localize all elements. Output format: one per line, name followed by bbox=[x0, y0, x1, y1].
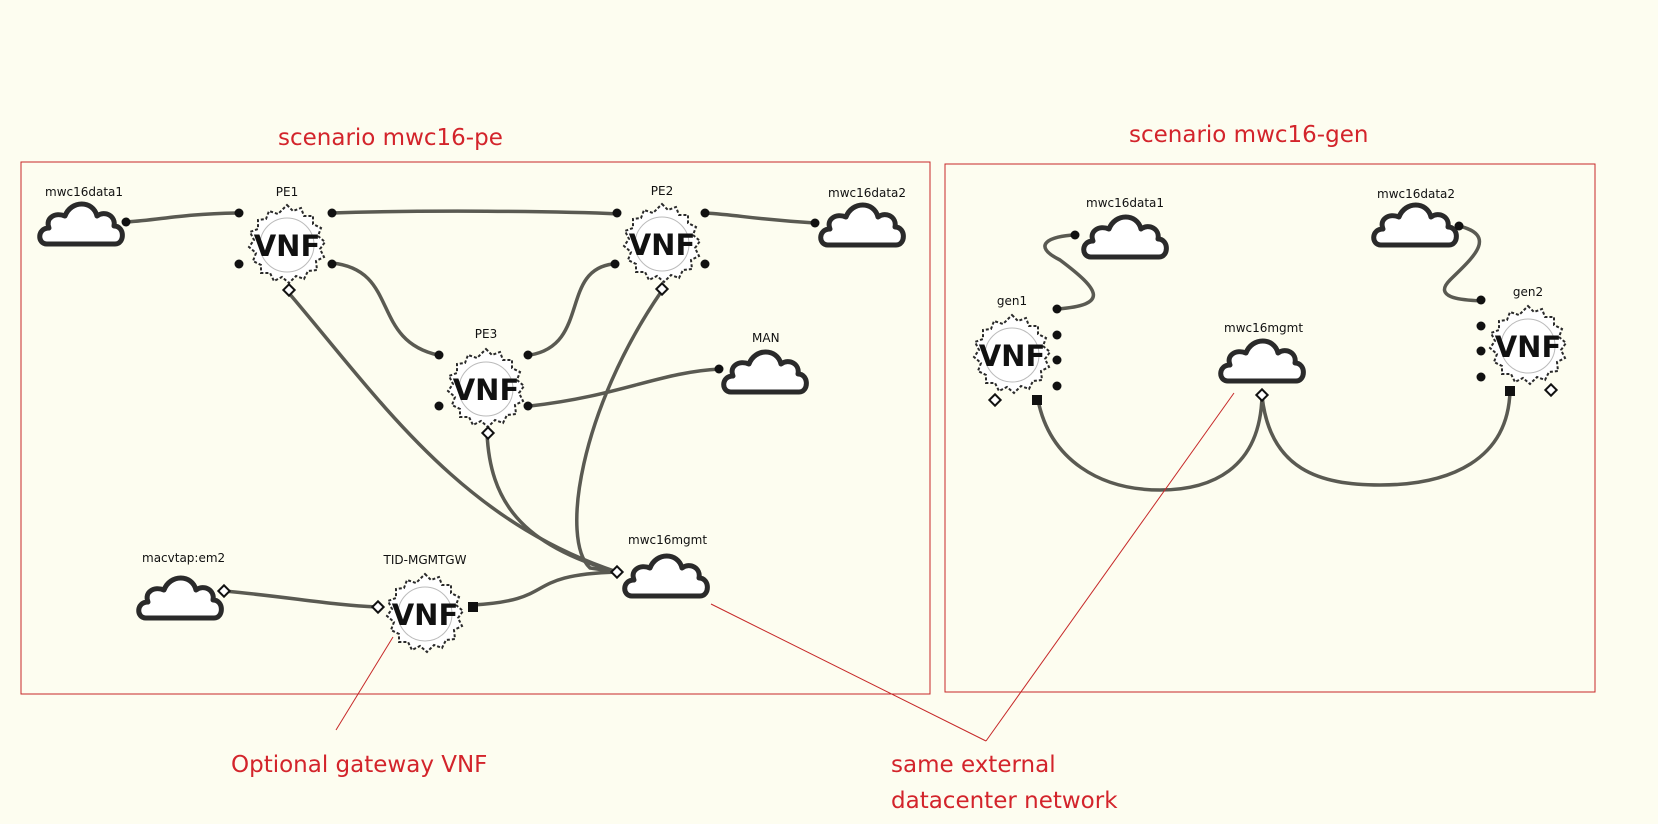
node-label: mwc16data1 bbox=[1086, 196, 1164, 210]
vnf-pe3[interactable]: VNF PE3 bbox=[434, 327, 533, 440]
node-label: macvtap:em2 bbox=[142, 551, 225, 565]
cloud-man[interactable]: MAN bbox=[714, 331, 807, 392]
links-gen bbox=[1036, 224, 1512, 492]
node-label: TID-MGMTGW bbox=[383, 553, 467, 567]
cloud-mwc16mgmt-pe[interactable]: mwc16mgmt bbox=[610, 533, 707, 596]
vnf-gen2[interactable]: VNF gen2 bbox=[1476, 285, 1567, 397]
cloud-mwc16data2-gen[interactable]: mwc16data2 bbox=[1374, 187, 1464, 245]
cloud-mwc16data2-pe[interactable]: mwc16data2 bbox=[810, 186, 907, 245]
node-label: mwc16data2 bbox=[828, 186, 906, 200]
node-label: mwc16mgmt bbox=[628, 533, 707, 547]
node-label: PE2 bbox=[651, 184, 673, 198]
cloud-macvtap[interactable]: macvtap:em2 bbox=[139, 551, 231, 618]
annotation-network-line1: same external bbox=[891, 752, 1056, 778]
vnf-text: VNF bbox=[629, 228, 696, 262]
vnf-text: VNF bbox=[392, 598, 459, 632]
vnf-pe2[interactable]: VNF PE2 bbox=[610, 184, 710, 296]
cloud-mwc16mgmt-gen[interactable]: mwc16mgmt bbox=[1221, 321, 1304, 402]
scenario-box-pe bbox=[20, 161, 931, 695]
vnf-text: VNF bbox=[453, 373, 520, 407]
vnf-text: VNF bbox=[1495, 330, 1562, 364]
cloud-mwc16data1-pe[interactable]: mwc16data1 bbox=[40, 185, 131, 244]
node-label: mwc16data1 bbox=[45, 185, 123, 199]
node-label: mwc16data2 bbox=[1377, 187, 1455, 201]
scenario-title-gen: scenario mwc16-gen bbox=[1129, 122, 1368, 148]
node-label: PE3 bbox=[475, 327, 497, 341]
node-label: PE1 bbox=[276, 185, 298, 199]
annotation-gateway: Optional gateway VNF bbox=[231, 752, 487, 778]
links-pe bbox=[124, 209, 817, 609]
vnf-gen1[interactable]: VNF gen1 bbox=[973, 294, 1062, 407]
vnf-tid-mgmtgw[interactable]: VNF TID-MGMTGW bbox=[371, 553, 478, 653]
node-label: gen1 bbox=[997, 294, 1027, 308]
node-label: MAN bbox=[752, 331, 780, 345]
vnf-text: VNF bbox=[254, 229, 321, 263]
annotation-lines bbox=[335, 392, 1235, 742]
vnf-text: VNF bbox=[979, 339, 1046, 373]
annotation-network-line2: datacenter network bbox=[891, 788, 1118, 814]
scenario-title-pe: scenario mwc16-pe bbox=[278, 125, 503, 151]
vnf-pe1[interactable]: VNF PE1 bbox=[234, 185, 337, 297]
cloud-mwc16data1-gen[interactable]: mwc16data1 bbox=[1070, 196, 1167, 257]
scenario-box-gen bbox=[944, 163, 1596, 693]
node-label: mwc16mgmt bbox=[1224, 321, 1303, 335]
node-label: gen2 bbox=[1513, 285, 1543, 299]
